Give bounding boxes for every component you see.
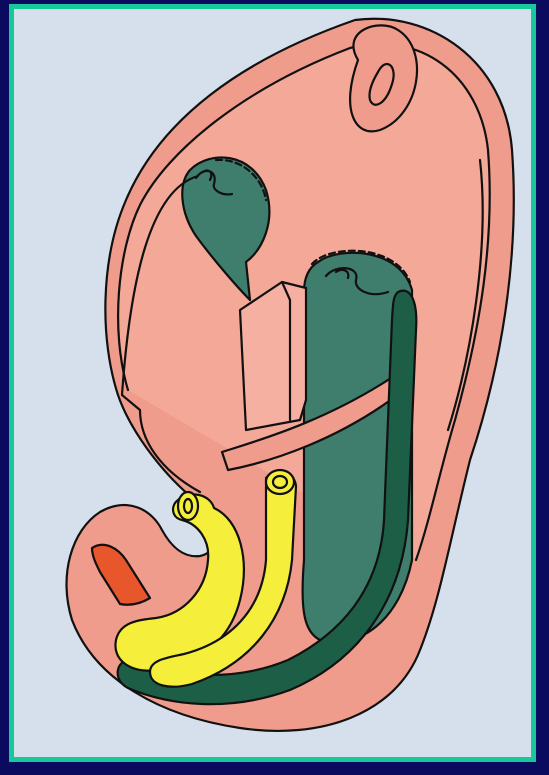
yellow-tube-right-lumen — [273, 476, 287, 488]
central-plate — [240, 282, 306, 430]
yellow-tube-left-lumen — [184, 499, 192, 513]
